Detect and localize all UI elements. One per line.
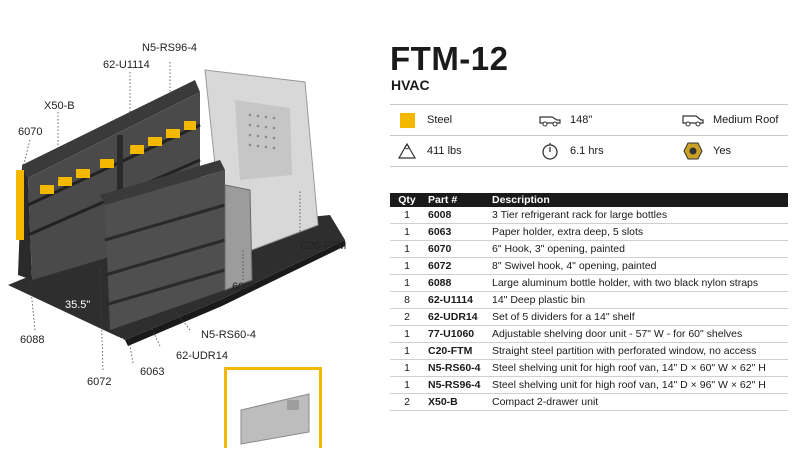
cell-description: Steel shelving unit for high roof van, 1… (488, 359, 788, 377)
spec-grid: Steel 148" Medium Roof 411 lbs 6.1 hrs (390, 104, 788, 167)
spec-roof-label: Medium Roof (713, 114, 779, 126)
callout-n5-rs96-4: N5-RS96-4 (142, 42, 198, 54)
cell-description: 14" Deep plastic bin (488, 291, 788, 309)
callout-6008: 6008 (232, 281, 257, 293)
cell-qty: 2 (390, 308, 424, 326)
column-header-part: Part # (424, 193, 488, 207)
partition-inset-drawing (240, 393, 310, 445)
cell-qty: 1 (390, 207, 424, 224)
callout-6070: 6070 (18, 126, 43, 138)
cell-part: 6070 (424, 240, 488, 258)
cell-part: N5-RS96-4 (424, 376, 488, 394)
spec-install-time: 6.1 hrs (533, 141, 676, 161)
product-illustration: N5-RS96-4 62-U1114 X50-B 6070 C20-FTM 60… (0, 0, 380, 448)
cell-part: 6063 (424, 223, 488, 241)
callout-62-u1114: 62-U1114 (103, 59, 150, 71)
cell-part: C20-FTM (424, 342, 488, 360)
cell-part: 62-U1114 (424, 291, 488, 309)
cell-qty: 1 (390, 325, 424, 343)
product-subtitle: HVAC (391, 77, 430, 93)
cell-qty: 1 (390, 223, 424, 241)
hex-nut-icon (682, 141, 704, 161)
callout-6063: 6063 (140, 366, 165, 378)
cell-part: 77-U1060 (424, 325, 488, 343)
cell-description: Straight steel partition with perforated… (488, 342, 788, 360)
callout-6072: 6072 (87, 376, 112, 388)
spec-hardware: Yes (676, 141, 788, 161)
spec-install-time-label: 6.1 hrs (570, 145, 604, 157)
cell-part: 6072 (424, 257, 488, 275)
spec-material-label: Steel (427, 114, 453, 126)
cell-qty: 2 (390, 393, 424, 411)
product-title: FTM-12 (390, 40, 509, 77)
van-shelving-drawing (8, 62, 345, 371)
cell-description: Set of 5 dividers for a 14" shelf (488, 308, 788, 326)
cell-part: N5-RS60-4 (424, 359, 488, 377)
cell-qty: 1 (390, 376, 424, 394)
van-roof-icon (682, 110, 704, 130)
cell-qty: 8 (390, 291, 424, 309)
cell-description: 3 Tier refrigerant rack for large bottle… (488, 207, 788, 224)
weight-icon (396, 141, 418, 161)
spec-hardware-label: Yes (713, 145, 731, 157)
spec-row: 411 lbs 6.1 hrs Yes (390, 136, 788, 167)
table-header-row: Qty Part # Description (390, 193, 788, 207)
spec-van-length: 148" (533, 110, 676, 130)
callout-n5-rs60-4: N5-RS60-4 (201, 329, 257, 341)
spec-weight: 411 lbs (390, 141, 533, 161)
callout-x50-b: X50-B (44, 100, 75, 112)
cell-qty: 1 (390, 257, 424, 275)
cell-qty: 1 (390, 274, 424, 292)
cell-description: Large aluminum bottle holder, with two b… (488, 274, 788, 292)
stopwatch-icon (539, 141, 561, 161)
spec-material: Steel (390, 110, 533, 130)
column-header-description: Description (488, 193, 788, 207)
cell-description: Adjustable shelving door unit - 57" W - … (488, 325, 788, 343)
cell-qty: 1 (390, 359, 424, 377)
cell-qty: 1 (390, 240, 424, 258)
cell-part: 6088 (424, 274, 488, 292)
van-icon (539, 110, 561, 130)
cell-description: 6" Hook, 3" opening, painted (488, 240, 788, 258)
partition-inset-frame (224, 367, 322, 448)
spec-weight-label: 411 lbs (427, 145, 462, 157)
cell-description: Steel shelving unit for high roof van, 1… (488, 376, 788, 394)
spec-row: Steel 148" Medium Roof (390, 104, 788, 136)
cell-part: 6008 (424, 207, 488, 224)
column-header-qty: Qty (390, 193, 424, 207)
steel-swatch-icon (396, 110, 418, 130)
cell-description: Compact 2-drawer unit (488, 393, 788, 411)
cell-part: 62-UDR14 (424, 308, 488, 326)
spec-van-length-label: 148" (570, 114, 593, 126)
cell-description: 8" Swivel hook, 4" opening, painted (488, 257, 788, 275)
callout-c20-ftm: C20-FTM (300, 240, 347, 252)
callout-6088: 6088 (20, 334, 45, 346)
callout-62-udr14: 62-UDR14 (176, 350, 228, 362)
cell-description: Paper holder, extra deep, 5 slots (488, 223, 788, 241)
cell-qty: 1 (390, 342, 424, 360)
spec-roof: Medium Roof (676, 110, 788, 130)
dimension-label: 35.5" (65, 299, 91, 311)
cell-part: X50-B (424, 393, 488, 411)
